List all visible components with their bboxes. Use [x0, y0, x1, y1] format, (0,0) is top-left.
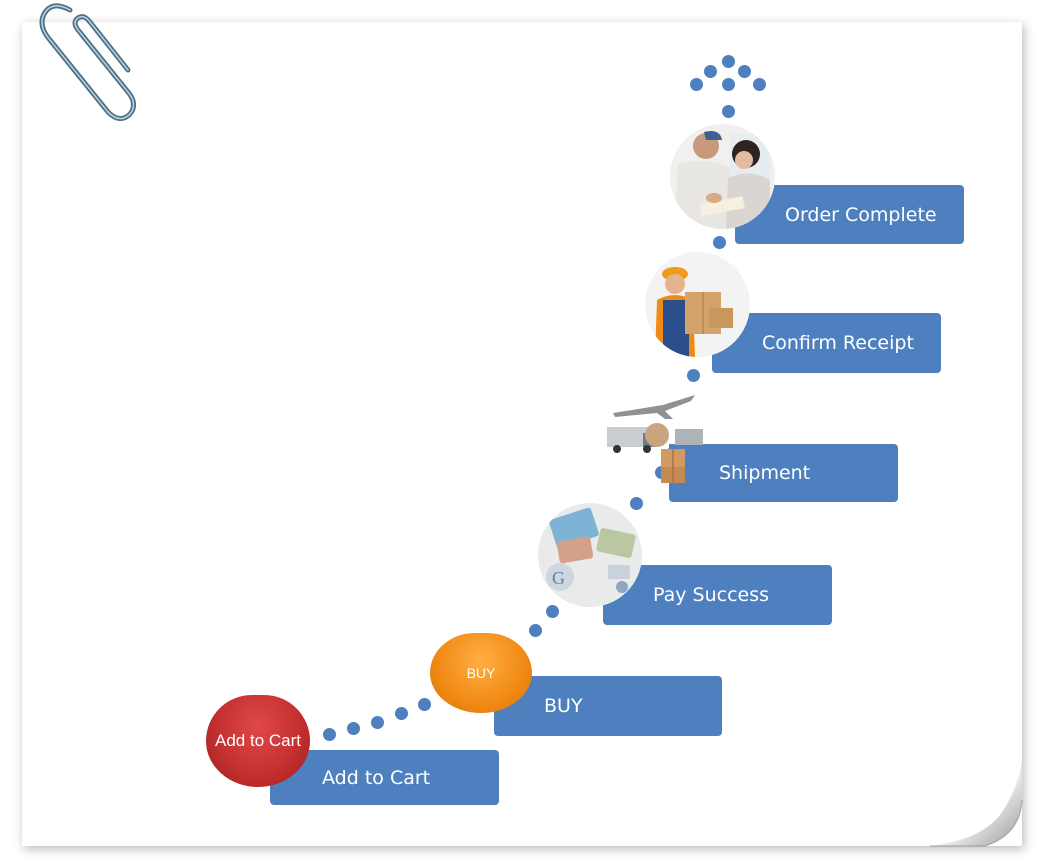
step-label-buy: BUY: [544, 695, 583, 717]
add-to-cart-badge: Add to Cart: [206, 695, 310, 787]
page-curl: [930, 760, 1023, 847]
step-label-order-complete: Order Complete: [785, 203, 937, 226]
buy-badge: BUY: [430, 633, 532, 713]
add-to-cart-badge-label: Add to Cart: [215, 731, 301, 750]
step-box-confirm-receipt: Confirm Receipt: [712, 313, 941, 373]
step-label-confirm-receipt: Confirm Receipt: [762, 332, 914, 354]
step-box-buy: BUY: [494, 676, 722, 736]
buy-badge-label: BUY: [466, 665, 496, 681]
step-label-shipment: Shipment: [719, 462, 811, 484]
step-box-shipment: Shipment: [669, 444, 898, 502]
step-box-order-complete: Order Complete: [735, 185, 964, 244]
step-label-pay-success: Pay Success: [653, 584, 770, 606]
logistics-image: [603, 385, 711, 485]
step-box-add-to-cart: Add to Cart: [270, 750, 499, 805]
step-label-add-to-cart: Add to Cart: [322, 766, 431, 789]
payment-cards-image: G: [538, 503, 642, 607]
delivery-person-image: [645, 252, 750, 357]
paperclip-icon: [39, 3, 136, 121]
step-box-pay-success: Pay Success: [603, 565, 832, 625]
customer-signing-image: [670, 124, 775, 229]
svg-text:G: G: [552, 568, 565, 588]
